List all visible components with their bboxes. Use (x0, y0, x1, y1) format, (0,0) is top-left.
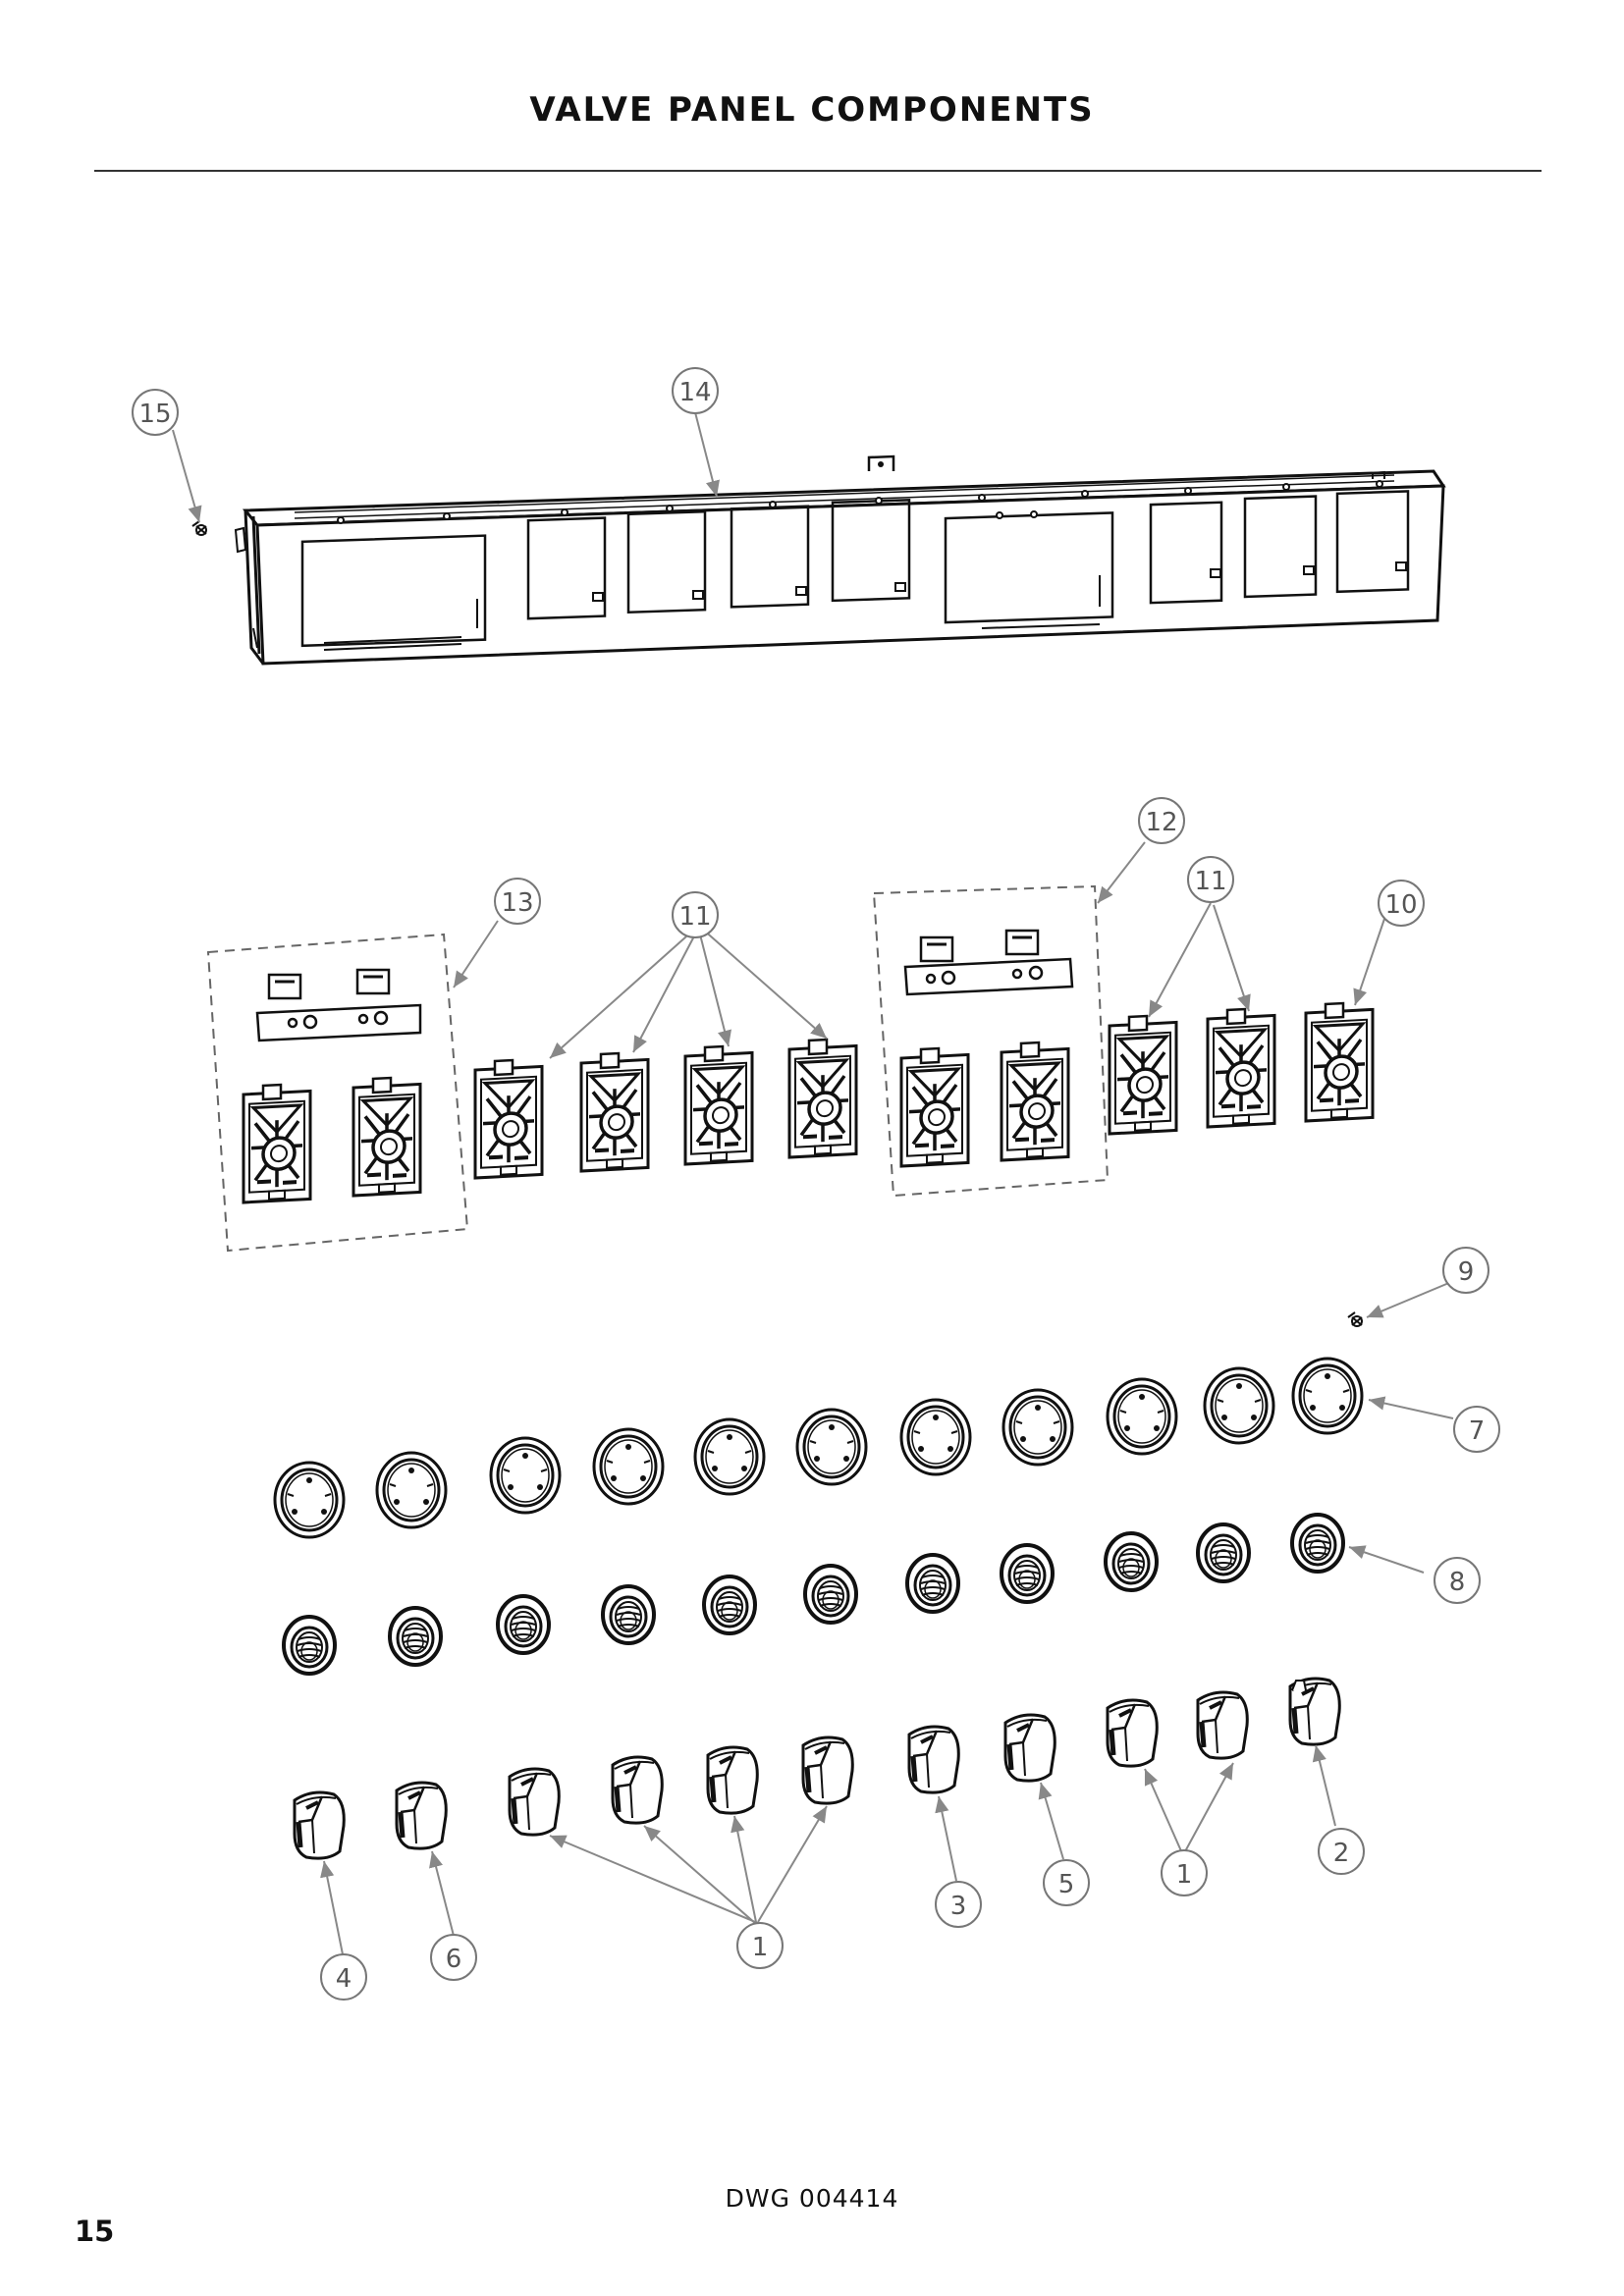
callout-13: 13 (494, 878, 541, 925)
callout-5: 5 (1043, 1859, 1090, 1906)
svg-text:3: 3 (950, 1892, 967, 1921)
page-title: VALVE PANEL COMPONENTS (529, 90, 1095, 130)
valve-assembly-13 (206, 933, 469, 1253)
svg-text:10: 10 (1384, 890, 1417, 920)
svg-text:2: 2 (1333, 1839, 1350, 1868)
callout-2: 2 (1318, 1828, 1365, 1875)
drawing-number: DWG 004414 (725, 2184, 899, 2213)
screw-9 (1347, 1311, 1363, 1327)
svg-text:11: 11 (1194, 867, 1226, 896)
callout-6: 6 (430, 1934, 477, 1981)
callout-11-a: 11 (672, 891, 719, 938)
svg-text:4: 4 (336, 1964, 352, 1994)
svg-text:5: 5 (1058, 1870, 1075, 1899)
svg-text:12: 12 (1145, 808, 1177, 837)
valve-plate-10 (1306, 1001, 1373, 1121)
svg-text:15: 15 (138, 400, 171, 429)
svg-text:1: 1 (752, 1933, 769, 1962)
callout-14: 14 (672, 367, 719, 414)
callout-15: 15 (132, 389, 179, 436)
screw-15 (191, 520, 207, 536)
svg-text:8: 8 (1449, 1568, 1466, 1597)
callout-4: 4 (320, 1953, 367, 2001)
page-number: 15 (75, 2215, 115, 2248)
knob-row (295, 1679, 1339, 1858)
callout-11-b: 11 (1187, 856, 1234, 903)
valve-plates-11-group-a (475, 1038, 856, 1178)
title-divider (94, 170, 1542, 172)
callout-7: 7 (1453, 1406, 1500, 1453)
spring-row-8 (282, 1513, 1345, 1676)
svg-text:9: 9 (1458, 1257, 1475, 1287)
svg-text:13: 13 (501, 888, 533, 918)
svg-text:6: 6 (446, 1945, 462, 1974)
svg-text:1: 1 (1176, 1860, 1193, 1890)
svg-text:14: 14 (678, 378, 711, 407)
svg-text:7: 7 (1469, 1416, 1486, 1446)
callout-1-right: 1 (1161, 1849, 1208, 1896)
valve-assembly-12 (872, 884, 1110, 1198)
leader-lines (172, 411, 1454, 1960)
callout-8: 8 (1434, 1557, 1481, 1604)
callout-1-center: 1 (736, 1922, 784, 1969)
svg-text:11: 11 (678, 902, 711, 932)
valve-panel-frame (234, 454, 1446, 666)
valve-plates-11-group-b (1110, 1007, 1274, 1134)
callout-9: 9 (1442, 1247, 1489, 1294)
callout-12: 12 (1138, 797, 1185, 844)
callouts: 15 14 13 11 12 11 10 9 7 8 2 1 5 3 1 6 4 (132, 367, 1500, 2001)
callout-3: 3 (935, 1881, 982, 1928)
callout-10: 10 (1378, 880, 1425, 927)
bezel-row-7 (273, 1357, 1364, 1539)
